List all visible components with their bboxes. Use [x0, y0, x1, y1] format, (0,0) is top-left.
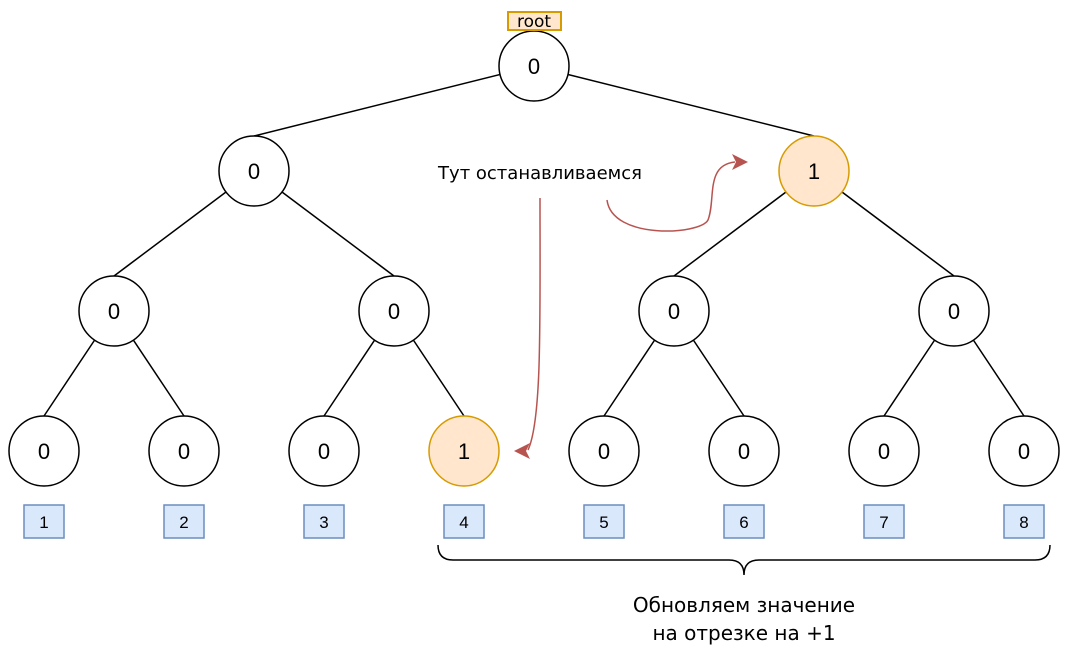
leaf-index-text: 5	[599, 513, 608, 532]
node-value: 0	[318, 439, 330, 464]
range-brace	[437, 544, 1051, 576]
leaf-index: 2	[163, 504, 205, 539]
node-value: 0	[878, 439, 890, 464]
tree-node: 0	[568, 415, 640, 487]
tree-node: 0	[988, 415, 1060, 487]
leaf-index: 7	[863, 504, 905, 539]
tree-edge	[533, 65, 815, 137]
tree-node: 0	[78, 275, 150, 347]
node-value: 0	[598, 439, 610, 464]
tree-node: 0	[848, 415, 920, 487]
leaf-index-text: 3	[319, 513, 328, 532]
root-label-text: root	[517, 12, 551, 32]
node-circle	[288, 415, 360, 487]
tree-node: 1	[428, 415, 500, 487]
arrow-to-leaf	[514, 197, 541, 459]
node-circle	[218, 135, 290, 207]
leaf-indices: 1 2 3 4 5 6 7 8	[23, 504, 1045, 539]
node-value: 0	[668, 299, 680, 324]
leaf-index-text: 2	[179, 513, 188, 532]
node-value: 0	[108, 299, 120, 324]
range-annotation-line2: на отрезке на +1	[652, 621, 835, 645]
tree-nodes: 0 0 1 0 0 0 0 0 0 0 1 0 0 0 0	[8, 30, 1060, 487]
leaf-index: 4	[443, 504, 485, 539]
leaf-index-text: 1	[39, 513, 48, 532]
range-annotation-line1: Обновляем значение	[633, 593, 855, 617]
node-circle	[708, 415, 780, 487]
tree-node: 0	[148, 415, 220, 487]
tree-node: 0	[8, 415, 80, 487]
node-circle	[918, 275, 990, 347]
node-circle	[638, 275, 710, 347]
tree-edge	[253, 65, 535, 137]
arrow-to-node	[606, 154, 748, 232]
leaf-index: 5	[583, 504, 625, 539]
node-circle	[848, 415, 920, 487]
root-label: root	[507, 11, 562, 32]
leaf-index-text: 7	[879, 513, 888, 532]
node-circle	[78, 275, 150, 347]
node-value: 0	[528, 54, 540, 79]
tree-node: 1	[778, 135, 850, 207]
node-circle	[358, 275, 430, 347]
leaf-index: 8	[1003, 504, 1045, 539]
leaf-index: 3	[303, 504, 345, 539]
node-value: 0	[738, 439, 750, 464]
leaf-index-text: 4	[459, 513, 468, 532]
node-value: 0	[178, 439, 190, 464]
tree-node: 0	[288, 415, 360, 487]
node-value: 0	[388, 299, 400, 324]
node-value: 0	[248, 159, 260, 184]
leaf-index-text: 8	[1019, 513, 1028, 532]
node-circle	[778, 135, 850, 207]
node-circle	[988, 415, 1060, 487]
node-circle	[428, 415, 500, 487]
node-value: 0	[38, 439, 50, 464]
tree-node: 0	[638, 275, 710, 347]
stop-annotation: Тут останавливаемся	[437, 163, 642, 184]
node-circle	[8, 415, 80, 487]
leaf-index: 6	[723, 504, 765, 539]
leaf-index: 1	[23, 504, 65, 539]
tree-edges	[43, 65, 1025, 417]
node-value: 0	[948, 299, 960, 324]
arrowhead-icon	[514, 443, 530, 459]
node-circle	[148, 415, 220, 487]
node-value: 1	[458, 439, 470, 464]
arrowhead-icon	[732, 154, 748, 170]
tree-node: 0	[498, 30, 570, 102]
tree-node: 0	[358, 275, 430, 347]
tree-node: 0	[708, 415, 780, 487]
tree-node: 0	[918, 275, 990, 347]
node-value: 1	[808, 159, 820, 184]
tree-node: 0	[218, 135, 290, 207]
node-circle	[568, 415, 640, 487]
node-value: 0	[1018, 439, 1030, 464]
leaf-index-text: 6	[739, 513, 748, 532]
